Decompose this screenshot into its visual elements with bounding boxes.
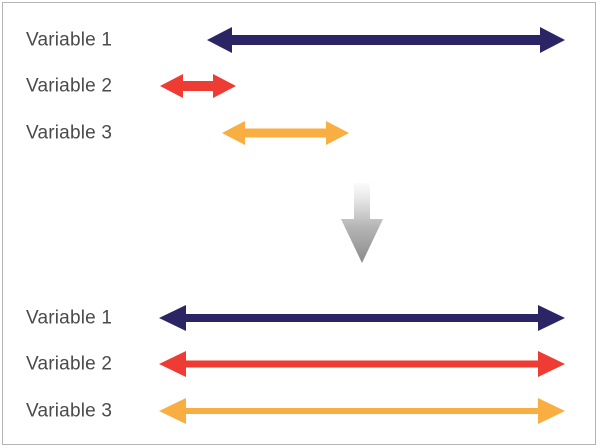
arrow-double-red-bottom (159, 351, 565, 377)
bottom-arrow-variable-1 (159, 305, 565, 331)
transition-down-arrow (341, 183, 383, 263)
bottom-label-variable-1: Variable 1 (26, 307, 113, 329)
top-arrow-variable-3 (222, 121, 349, 145)
bottom-label-variable-3: Variable 3 (26, 400, 113, 422)
bottom-arrow-variable-3 (159, 398, 565, 424)
arrow-double-red-top (160, 74, 236, 98)
top-label-variable-2: Variable 2 (26, 75, 113, 97)
bottom-label-variable-2: Variable 2 (26, 353, 113, 375)
top-label-variable-3: Variable 3 (26, 122, 113, 144)
arrow-double-orange-top (222, 121, 349, 145)
bottom-arrow-variable-2 (159, 351, 565, 377)
arrow-double-navy-top (207, 27, 565, 53)
top-label-variable-1: Variable 1 (26, 29, 113, 51)
top-arrow-variable-1 (207, 27, 565, 53)
arrow-double-orange-bottom (159, 398, 565, 424)
down-arrow-icon (341, 183, 383, 263)
arrow-double-navy-bottom (159, 305, 565, 331)
top-arrow-variable-2 (160, 74, 236, 98)
